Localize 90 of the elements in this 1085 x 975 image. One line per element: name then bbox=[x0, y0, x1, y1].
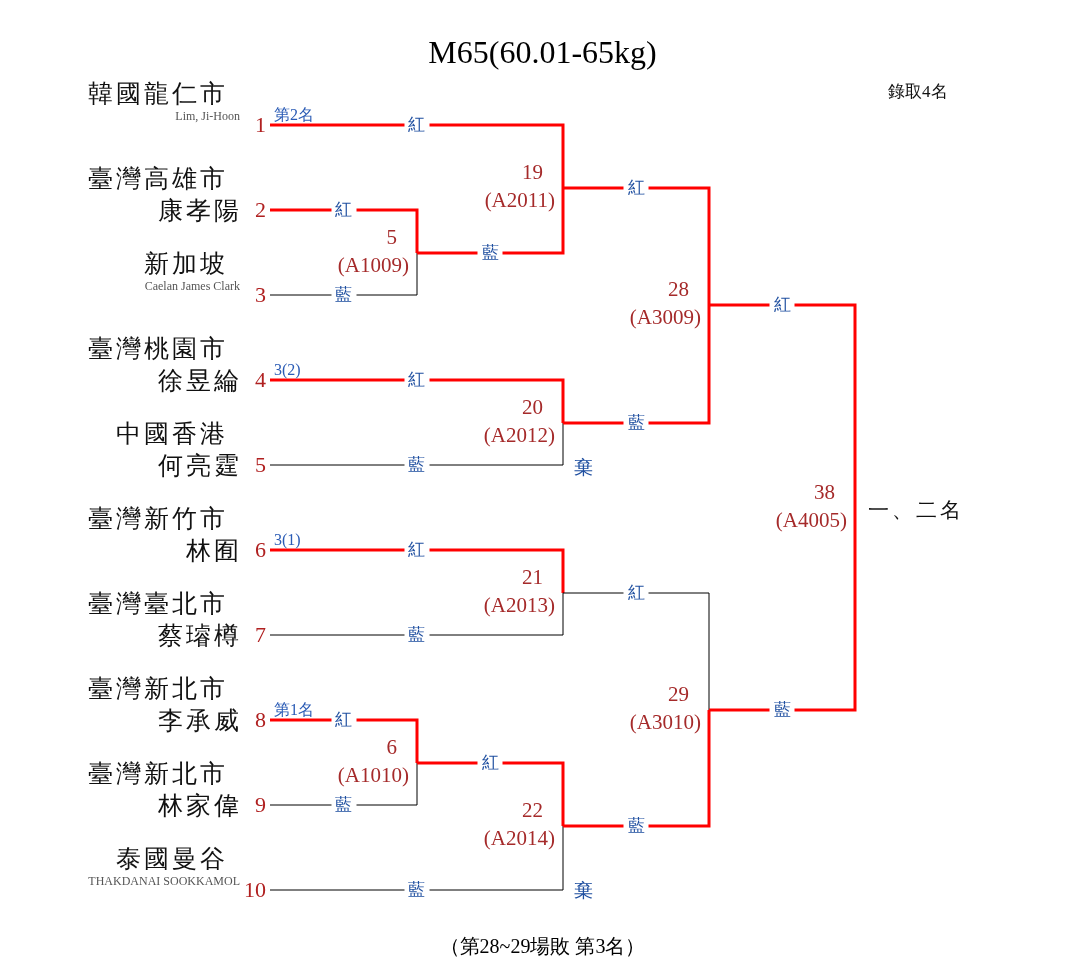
player-name: 林家偉 bbox=[158, 791, 242, 821]
placement-note: 3(2) bbox=[274, 361, 301, 379]
match-code: (A1009) bbox=[337, 252, 409, 279]
match-number: 38 bbox=[813, 479, 836, 506]
forfeit-mark: 棄 bbox=[574, 879, 593, 903]
edge-label: 紅 bbox=[623, 178, 649, 198]
match-code: (A2011) bbox=[484, 187, 555, 214]
seed-number: 2 bbox=[255, 198, 266, 222]
edge-label: 藍 bbox=[404, 880, 429, 900]
seed-number: 6 bbox=[255, 538, 266, 562]
bracket-line bbox=[269, 825, 564, 891]
bracket-line bbox=[270, 378, 565, 423]
player-name: 徐昱綸 bbox=[158, 366, 242, 396]
edge-label: 藍 bbox=[623, 816, 649, 836]
seed-number: 1 bbox=[255, 113, 266, 137]
placement-label: 一、二名 bbox=[868, 497, 964, 524]
player-name: 康孝陽 bbox=[158, 196, 242, 226]
bracket-line bbox=[417, 188, 565, 255]
team-name: 臺灣新北市 bbox=[88, 759, 228, 789]
team-name: 泰國曼谷 bbox=[116, 844, 228, 874]
team-name: 臺灣高雄市 bbox=[88, 164, 228, 194]
seed-number: 3 bbox=[255, 283, 266, 307]
match-code: (A2014) bbox=[483, 825, 555, 852]
match-code: (A3010) bbox=[629, 709, 701, 736]
edge-label: 藍 bbox=[404, 455, 429, 475]
player-name: Lim, Ji-Hoon bbox=[175, 109, 240, 123]
match-number: 28 bbox=[667, 276, 690, 303]
edge-label: 藍 bbox=[623, 413, 649, 433]
player-name: 林囿 bbox=[186, 536, 242, 566]
caption: （第28~29場敗 第3名） bbox=[438, 934, 647, 959]
match-code: (A2012) bbox=[483, 422, 555, 449]
seed-number: 5 bbox=[255, 453, 266, 477]
player-name: 蔡璿樽 bbox=[158, 621, 242, 651]
team-name: 臺灣新北市 bbox=[88, 674, 228, 704]
placement-note: 3(1) bbox=[274, 531, 301, 549]
match-number: 20 bbox=[521, 394, 544, 421]
match-code: (A3009) bbox=[629, 304, 701, 331]
match-code: (A4005) bbox=[775, 507, 847, 534]
seed-number: 8 bbox=[255, 708, 266, 732]
placement-note: 第2名 bbox=[274, 106, 314, 124]
quota-note: 錄取4名 bbox=[888, 81, 948, 103]
team-name: 新加坡 bbox=[144, 249, 228, 279]
edge-label: 藍 bbox=[769, 700, 795, 720]
bracket-line bbox=[563, 710, 711, 828]
team-name: 臺灣桃園市 bbox=[88, 334, 228, 364]
match-number: 22 bbox=[521, 797, 544, 824]
title: M65(60.01-65kg) bbox=[427, 34, 658, 71]
player-name: 何亮霆 bbox=[158, 451, 242, 481]
edge-label: 紅 bbox=[404, 540, 429, 560]
edge-label: 紅 bbox=[331, 200, 356, 220]
bracket-line bbox=[562, 592, 710, 711]
edge-label: 紅 bbox=[623, 583, 649, 603]
forfeit-mark: 棄 bbox=[574, 456, 593, 480]
player-name: Caelan James Clark bbox=[144, 279, 240, 293]
bracket-line bbox=[270, 123, 565, 188]
edge-label: 藍 bbox=[331, 795, 356, 815]
seed-number: 4 bbox=[255, 368, 266, 392]
edge-label: 紅 bbox=[404, 370, 429, 390]
team-name: 臺灣新竹市 bbox=[88, 504, 228, 534]
team-name: 韓國龍仁市 bbox=[88, 79, 228, 109]
team-name: 臺灣臺北市 bbox=[88, 589, 228, 619]
match-number: 19 bbox=[521, 159, 544, 186]
bracket-line bbox=[270, 548, 565, 593]
bracket-line bbox=[417, 761, 565, 826]
match-number: 6 bbox=[385, 734, 398, 761]
match-code: (A2013) bbox=[483, 592, 555, 619]
bracket-line bbox=[709, 303, 857, 508]
edge-label: 藍 bbox=[404, 625, 429, 645]
seed-number: 9 bbox=[255, 793, 266, 817]
edge-label: 紅 bbox=[769, 295, 795, 315]
match-number: 21 bbox=[521, 564, 544, 591]
edge-label: 藍 bbox=[331, 285, 356, 305]
bracket-line bbox=[709, 508, 857, 712]
edge-label: 紅 bbox=[477, 753, 503, 773]
team-name: 中國香港 bbox=[116, 419, 228, 449]
match-number: 5 bbox=[385, 224, 398, 251]
edge-label: 藍 bbox=[477, 243, 503, 263]
seed-number: 7 bbox=[255, 623, 266, 647]
match-code: (A1010) bbox=[337, 762, 409, 789]
bracket-line bbox=[563, 186, 711, 305]
bracket-line bbox=[563, 305, 711, 425]
match-number: 29 bbox=[667, 681, 690, 708]
edge-label: 紅 bbox=[404, 115, 429, 135]
player-name: 李承威 bbox=[158, 706, 242, 736]
edge-label: 紅 bbox=[331, 710, 356, 730]
player-name: THAKDANAI SOOKKAMOL bbox=[88, 874, 240, 888]
placement-note: 第1名 bbox=[274, 701, 314, 719]
bracket-line bbox=[269, 592, 564, 636]
seed-number: 10 bbox=[244, 878, 266, 902]
bracket-line bbox=[269, 422, 564, 466]
